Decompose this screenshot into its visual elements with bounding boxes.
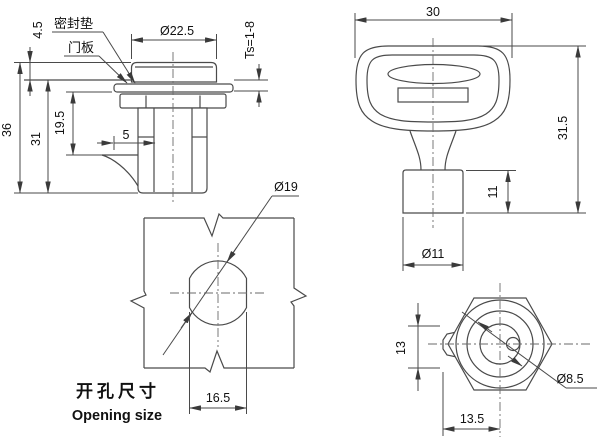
- key-grip-slot: [387, 63, 481, 85]
- dim-across-flats: 16.5: [206, 391, 230, 405]
- label-seal-gasket: 密封垫: [54, 16, 93, 31]
- opening-size-title-zh: 开孔尺寸: [76, 381, 160, 401]
- key-head-inner-outline: [366, 54, 500, 123]
- cam-arc: [101, 154, 139, 187]
- lock-body: [137, 107, 208, 194]
- dimension-arrow: [180, 312, 193, 329]
- dim-cam-offset: 5: [123, 128, 130, 142]
- panel-edge-bottom: [144, 349, 294, 374]
- dimension-arrow: [507, 355, 523, 367]
- dim-below-panel-length: 31: [29, 132, 43, 146]
- opening-size-title-en: Opening size: [72, 408, 162, 424]
- side-view: Ø22.5 Ts=1-8 4.5 36 31 19.5 5 密封垫 门板: [0, 16, 268, 202]
- dim-panel-thickness: Ts=1-8: [243, 21, 257, 59]
- dim-key-head-width: 30: [426, 5, 440, 19]
- dim-key-shaft-height: 11: [486, 185, 500, 198]
- panel-edge-left: [129, 218, 147, 368]
- dim-cam-reach: 13.5: [460, 412, 484, 426]
- opening-size-view: Ø19 16.5 开孔尺寸 Opening size: [72, 180, 308, 424]
- leader-seal-gasket: [102, 31, 136, 84]
- dim-tab-height: 13: [394, 341, 408, 355]
- dim-total-length: 36: [0, 123, 14, 137]
- dim-head-diameter: Ø22.5: [160, 24, 194, 38]
- leader-door-panel: [98, 55, 128, 84]
- back-view: Ø8.5 13 13.5: [394, 283, 597, 437]
- panel-edge-right: [290, 218, 308, 368]
- dimension-arrow: [226, 246, 238, 263]
- key-neck-left: [409, 130, 422, 171]
- leader-hole-diameter: [162, 195, 273, 356]
- label-door-panel: 门板: [68, 40, 94, 55]
- panel-edge-top: [144, 212, 294, 238]
- seal-gasket-shape: [113, 83, 234, 93]
- dimension-arrow: [477, 321, 493, 333]
- key-view: 30 31.5 11 Ø11: [354, 5, 586, 271]
- double-d-hole: [188, 260, 248, 326]
- dim-hole-diameter: Ø19: [274, 180, 298, 194]
- dim-head-height: 4.5: [31, 21, 45, 38]
- dim-key-total-height: 31.5: [556, 116, 570, 140]
- dim-core-diameter: Ø8.5: [556, 372, 583, 386]
- dim-key-shaft-diameter: Ø11: [422, 247, 445, 261]
- lock-head-cap: [130, 61, 218, 83]
- key-neck-right: [444, 130, 457, 171]
- dim-grip-range: 19.5: [53, 111, 67, 135]
